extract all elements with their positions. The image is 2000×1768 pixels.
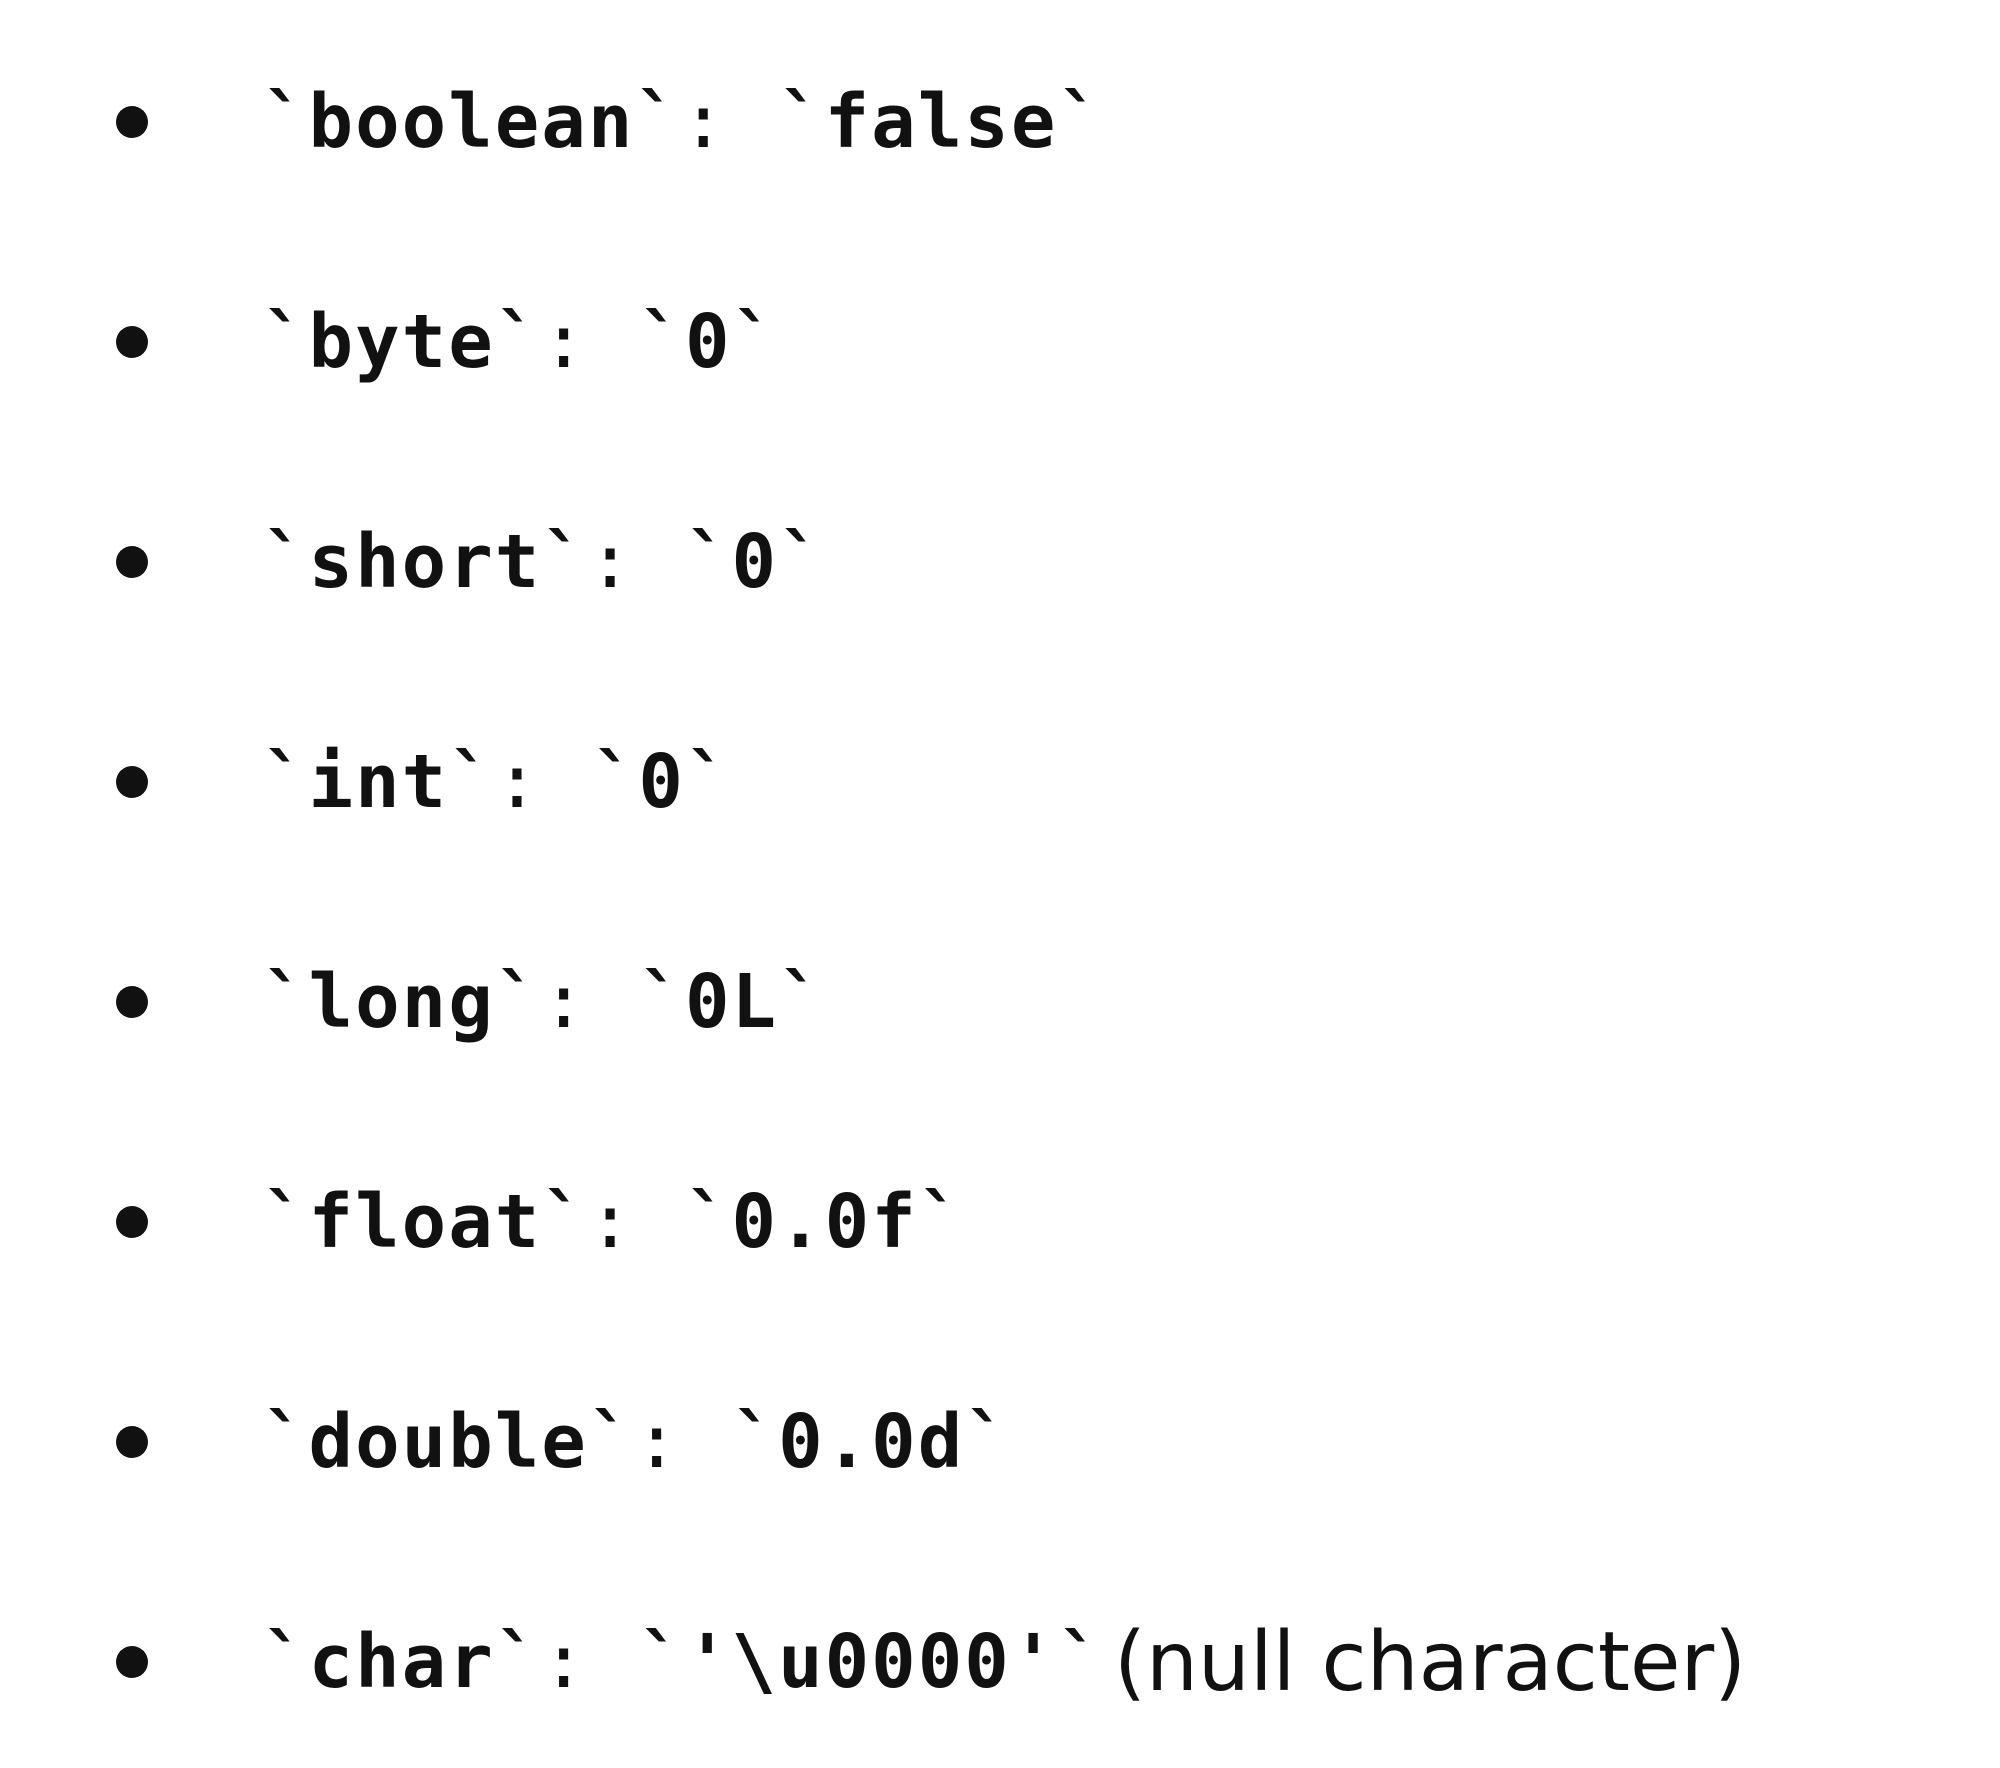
list-item-byte: `byte`: `0`: [0, 282, 2000, 402]
bullet-icon: [116, 546, 148, 578]
list-item-int: `int`: `0`: [0, 722, 2000, 842]
list-item-boolean: `boolean`: `false`: [0, 62, 2000, 182]
value-code: `0.0d`: [731, 1399, 1011, 1485]
type-code: `boolean`: [262, 79, 681, 165]
list-item-char: `char`: `'\u0000'`(null character): [0, 1602, 2000, 1722]
type-code: `byte`: [262, 299, 542, 385]
item-text: `float`: `0.0f`: [262, 1162, 964, 1282]
value-code: `0`: [638, 299, 779, 385]
separator: :: [541, 1619, 631, 1705]
type-code: `char`: [262, 1619, 542, 1705]
separator: :: [541, 959, 631, 1045]
type-code: `short`: [262, 519, 588, 605]
bullet-icon: [116, 106, 148, 138]
item-text: `byte`: `0`: [262, 282, 778, 402]
item-text: `long`: `0L`: [262, 942, 825, 1062]
list-item-short: `short`: `0`: [0, 502, 2000, 622]
separator: :: [680, 79, 771, 165]
bullet-icon: [116, 1206, 148, 1238]
list-item-long: `long`: `0L`: [0, 942, 2000, 1062]
separator: :: [541, 299, 631, 385]
item-text: `boolean`: `false`: [262, 62, 1104, 182]
separator: :: [587, 1179, 677, 1265]
value-code: `'\u0000'`: [638, 1619, 1104, 1705]
separator: :: [587, 519, 677, 605]
separator: :: [494, 739, 584, 825]
separator: :: [634, 1399, 724, 1485]
item-note: (null character): [1113, 1614, 1747, 1710]
bullet-icon: [116, 1426, 148, 1458]
bullet-icon: [116, 326, 148, 358]
type-code: `int`: [262, 739, 495, 825]
value-code: `0.0f`: [684, 1179, 965, 1265]
value-code: `false`: [778, 79, 1104, 165]
type-code: `long`: [262, 959, 542, 1045]
bullet-icon: [116, 766, 148, 798]
value-code: `0`: [684, 519, 825, 605]
value-code: `0`: [591, 739, 732, 825]
list-item-double: `double`: `0.0d`: [0, 1382, 2000, 1502]
value-code: `0L`: [638, 959, 825, 1045]
item-text: `char`: `'\u0000'`(null character): [262, 1602, 1746, 1722]
list-item-float: `float`: `0.0f`: [0, 1162, 2000, 1282]
type-code: `double`: [262, 1399, 635, 1485]
bullet-icon: [116, 986, 148, 1018]
bullet-icon: [116, 1646, 148, 1678]
item-text: `int`: `0`: [262, 722, 732, 842]
item-text: `short`: `0`: [262, 502, 825, 622]
type-code: `float`: [262, 1179, 588, 1265]
item-text: `double`: `0.0d`: [262, 1382, 1011, 1502]
